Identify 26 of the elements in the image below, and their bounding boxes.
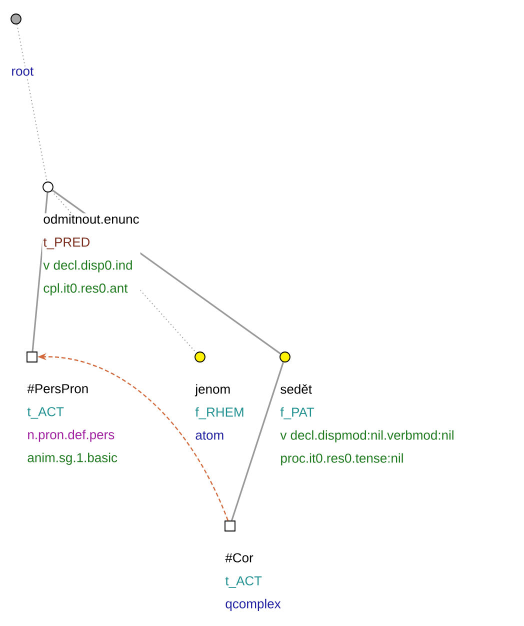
- node-label: v decl.disp0.ind: [43, 260, 132, 272]
- node-label: sedět: [280, 384, 312, 394]
- node-label: t_ACT: [27, 407, 64, 419]
- node-label: anim.sg.1.basic: [28, 452, 118, 465]
- node-label: n.pron.def.pers: [28, 430, 114, 442]
- node-label: #Cor t_ACT qcomplex: [224, 552, 282, 612]
- node-label: #PersPron t_ACT n.pron.def.pers anim.sg.1.basic: [26, 383, 119, 466]
- tree-edge: [231, 362, 284, 521]
- node-label: proc.it0.res0.tense:nil: [281, 453, 403, 466]
- tree-node: [26, 352, 38, 362]
- node-label: v decl.dispmod:nil.verbmod:nil: [280, 430, 454, 442]
- tree-node: [42, 182, 54, 192]
- tree-node: [10, 14, 22, 24]
- tree-node: [224, 520, 236, 532]
- node-label: #PersPron: [27, 384, 88, 394]
- node-label: jenom f_RHEM atom: [194, 383, 246, 441]
- node-label: root: [10, 66, 35, 77]
- tree-node: [194, 352, 206, 362]
- node-label: t_PRED: [43, 238, 90, 250]
- node-label: odmitnout.enunc t_PRED v decl.disp0.ind cpl.it0.res0.ant: [42, 213, 140, 296]
- node-label: odmitnout.enunc: [44, 214, 139, 224]
- tree-node: [280, 352, 290, 362]
- node-label: f_PAT: [280, 407, 314, 420]
- node-label: sedět f_PAT v decl.dispmod:nil.verbmod:nil proc.it0.res0.tense:nil: [279, 383, 456, 466]
- tree-edge: [16, 24, 48, 182]
- node-label: cpl.it0.res0.ant: [44, 283, 128, 296]
